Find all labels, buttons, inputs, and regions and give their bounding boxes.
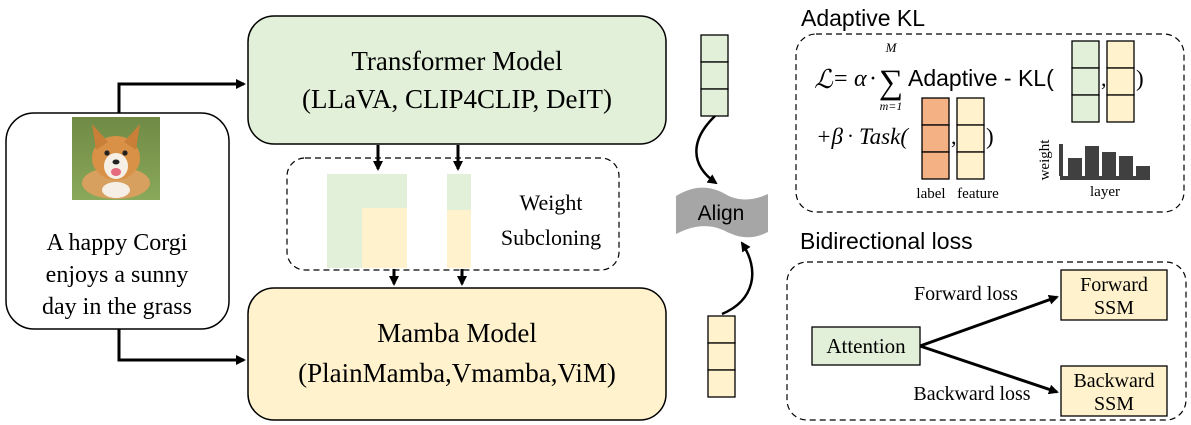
histogram-bar — [1119, 156, 1133, 176]
subcloning-label-2: Subcloning — [501, 225, 601, 250]
histogram-bar — [1068, 158, 1082, 176]
transformer-frame — [247, 15, 667, 145]
backward-ssm-label-1: Backward — [1073, 370, 1154, 392]
task-close-paren: ) — [986, 124, 994, 149]
transformer-subtitle: (LLaVA, CLIP4CLIP, DeIT) — [302, 84, 612, 114]
histogram-bar — [1102, 152, 1116, 176]
transformer-feature-vector — [700, 34, 729, 117]
align-banner — [676, 187, 768, 238]
sum-lower-limit: m=1 — [880, 99, 903, 113]
summation-symbol: ∑ — [879, 64, 903, 101]
adaptive-kl-term: Adaptive - KL( — [908, 65, 1054, 91]
caption-line-2: enjoys a sunny — [46, 262, 189, 288]
attention-label: Attention — [826, 334, 906, 358]
plus-beta: +β — [816, 124, 844, 149]
equals-sign: = — [834, 66, 848, 92]
backward-ssm-label-2: SSM — [1094, 393, 1134, 415]
task-term: Task( — [859, 124, 909, 149]
dot-operator: · — [869, 66, 877, 92]
caption-line-3: day in the grass — [42, 294, 192, 320]
input-to-mamba-arrow — [117, 329, 246, 365]
input-card: A happy Corgi enjoys a sunny day in the … — [5, 112, 230, 330]
mamba-feature-vector — [707, 315, 736, 398]
backward-loss-label: Backward loss — [913, 383, 1030, 405]
sum-upper-limit: M — [885, 40, 898, 55]
loss-symbol: ℒ — [814, 65, 834, 94]
adaptive-kl-title: Adaptive KL — [801, 5, 925, 31]
bidirectional-title: Bidirectional loss — [800, 228, 973, 254]
input-to-transformer-arrow — [117, 79, 246, 113]
forward-ssm-box — [1060, 269, 1168, 321]
feature-vector — [956, 97, 985, 180]
bidirectional-loss-panel: Bidirectional loss Attention Forward SSM… — [786, 228, 1187, 421]
kl-close-paren: ) — [1136, 66, 1144, 91]
small-weight-subclone — [447, 210, 471, 268]
forward-loss-label: Forward loss — [914, 283, 1018, 305]
feature-caption: feature — [957, 186, 999, 202]
transformer-title: Transformer Model — [351, 46, 562, 76]
mamba-model-box: Mamba Model (PlainMamba,Vmamba,ViM) — [247, 287, 667, 421]
weight-axis-label: weight — [1037, 139, 1053, 181]
caption-line-1: A happy Corgi — [47, 230, 188, 256]
histogram-bars — [1068, 146, 1150, 176]
weight-subcloning-panel: Weight Subcloning — [286, 145, 620, 286]
bottom-to-align-arrow — [721, 241, 754, 316]
mamba-frame — [247, 287, 667, 421]
align-column: Align — [676, 34, 768, 398]
forward-loss-arrow — [919, 294, 1059, 348]
label-vector — [921, 97, 950, 180]
backward-loss-arrow — [919, 344, 1059, 395]
alpha-symbol: α — [854, 66, 867, 92]
histogram-bar — [1085, 146, 1099, 176]
forward-ssm-label-2: SSM — [1094, 297, 1134, 319]
backward-ssm-box — [1060, 365, 1168, 417]
layer-weight-histogram: weight layer — [1037, 139, 1150, 200]
kl-mamba-feature — [1106, 40, 1135, 123]
align-label: Align — [698, 202, 745, 225]
task-dot: · — [847, 124, 854, 148]
adaptive-kl-dashed-frame — [795, 33, 1185, 213]
kl-transformer-feature — [1071, 40, 1100, 123]
mamba-title: Mamba Model — [377, 318, 537, 348]
attention-box — [811, 326, 921, 366]
mamba-subtitle: (PlainMamba,Vmamba,ViM) — [298, 358, 616, 388]
histogram-bar — [1136, 166, 1150, 176]
subcloning-dashed-frame — [286, 157, 620, 271]
kl-comma: , — [1101, 66, 1107, 91]
top-to-align-arrow — [695, 115, 718, 185]
layer-axis-label: layer — [1090, 184, 1120, 200]
corgi-image — [72, 117, 160, 200]
transformer-model-box: Transformer Model (LLaVA, CLIP4CLIP, DeI… — [247, 15, 667, 145]
input-connectors — [117, 79, 246, 365]
subcloning-label-1: Weight — [520, 190, 583, 215]
large-weight-subclone — [362, 208, 407, 268]
label-caption: label — [916, 186, 945, 202]
task-comma: , — [951, 124, 957, 149]
adaptive-kl-panel: Adaptive KL ℒ = α · M ∑ m=1 Adaptive - K… — [795, 5, 1185, 213]
forward-ssm-label-1: Forward — [1080, 274, 1148, 296]
